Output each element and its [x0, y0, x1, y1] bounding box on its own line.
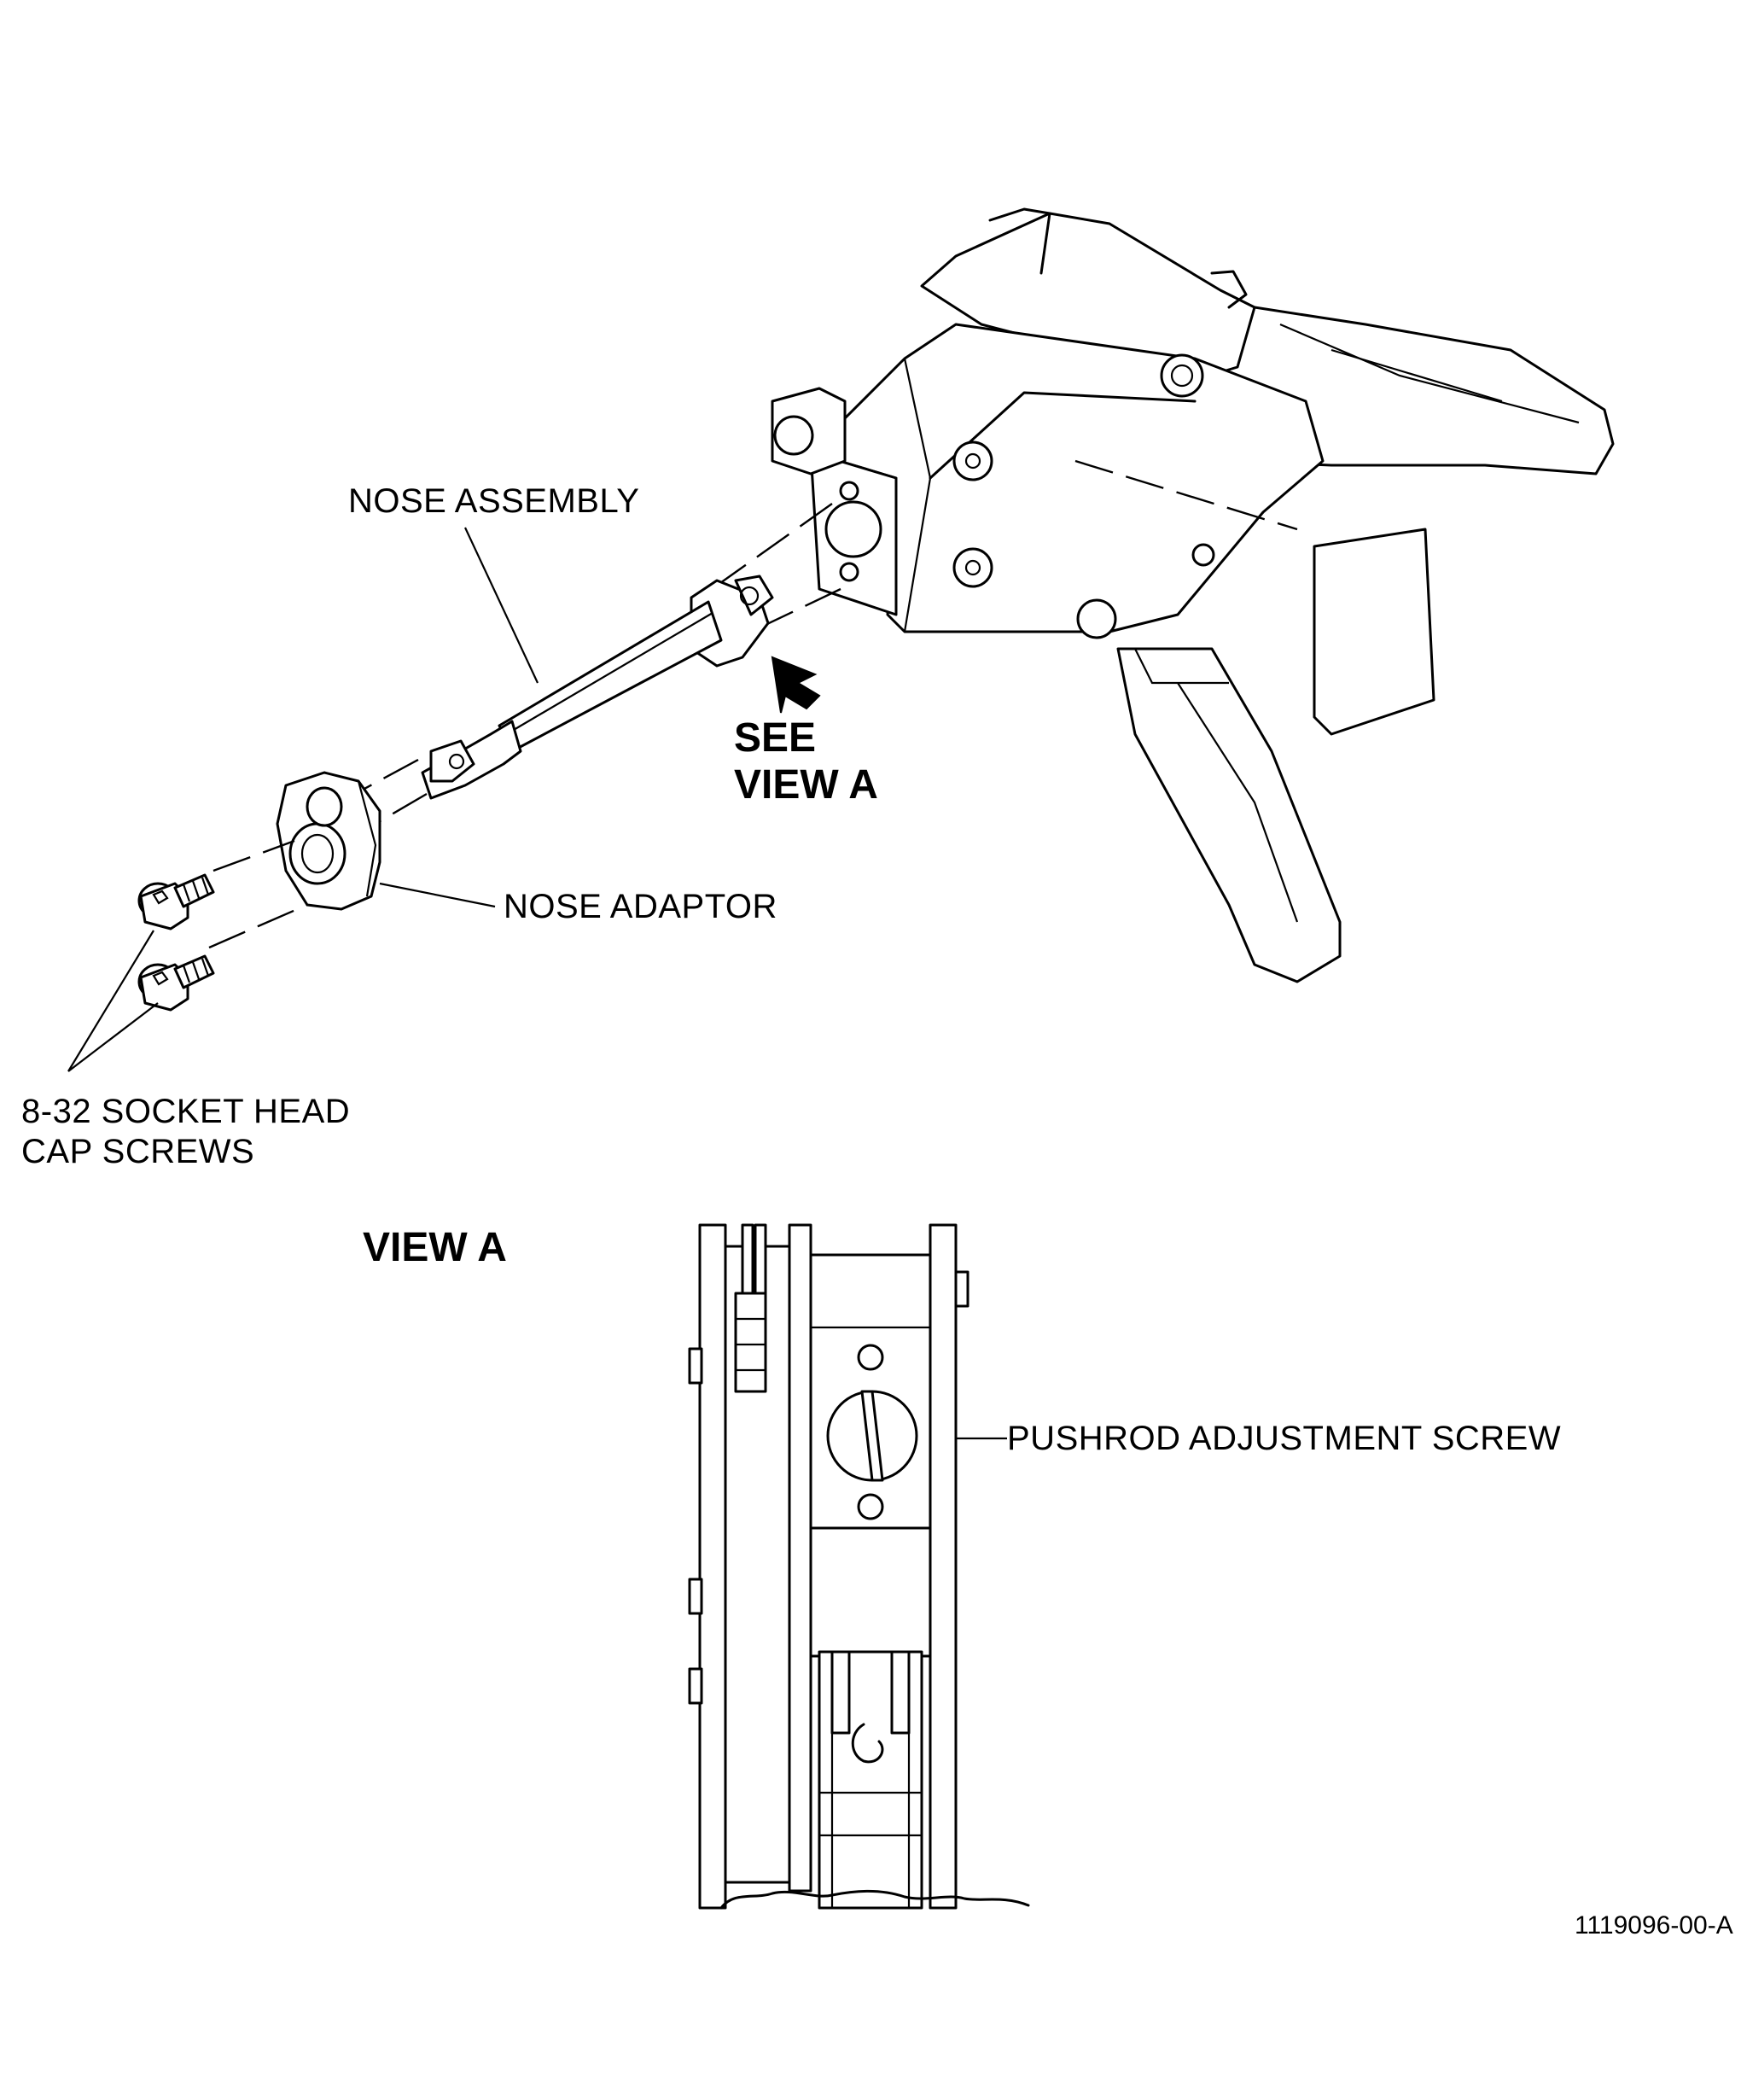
- view-a-drawing: [688, 1223, 1030, 1910]
- tool-body: [771, 207, 1615, 983]
- label-view-a-ref: VIEW A: [734, 762, 878, 808]
- cap-screw-upper: [137, 873, 215, 930]
- screw-projection-lower: [208, 903, 308, 949]
- leader-nose-assembly: [464, 527, 539, 684]
- label-nose-assembly: NOSE ASSEMBLY: [348, 482, 639, 520]
- label-nose-adaptor: NOSE ADAPTOR: [504, 888, 777, 925]
- label-see: SEE: [734, 715, 816, 761]
- view-a-title: VIEW A: [363, 1225, 507, 1270]
- label-pushrod-adjustment-screw: PUSHROD ADJUSTMENT SCREW: [1007, 1420, 1561, 1457]
- view-direction-arrow: [771, 656, 821, 714]
- figure-number: 1119096-00-A: [1575, 1911, 1733, 1940]
- leader-screw-upper: [67, 930, 154, 1072]
- leader-screw-lower: [67, 1002, 159, 1072]
- leader-nose-adaptor: [379, 882, 496, 908]
- nose-adaptor-part: [276, 771, 381, 911]
- label-screws-line2: CAP SCREWS: [21, 1133, 254, 1170]
- nose-assembly: [306, 575, 774, 825]
- screw-projection-upper: [213, 839, 295, 872]
- label-screws-line1: 8-32 SOCKET HEAD: [21, 1093, 350, 1130]
- cap-screw-lower: [137, 954, 215, 1012]
